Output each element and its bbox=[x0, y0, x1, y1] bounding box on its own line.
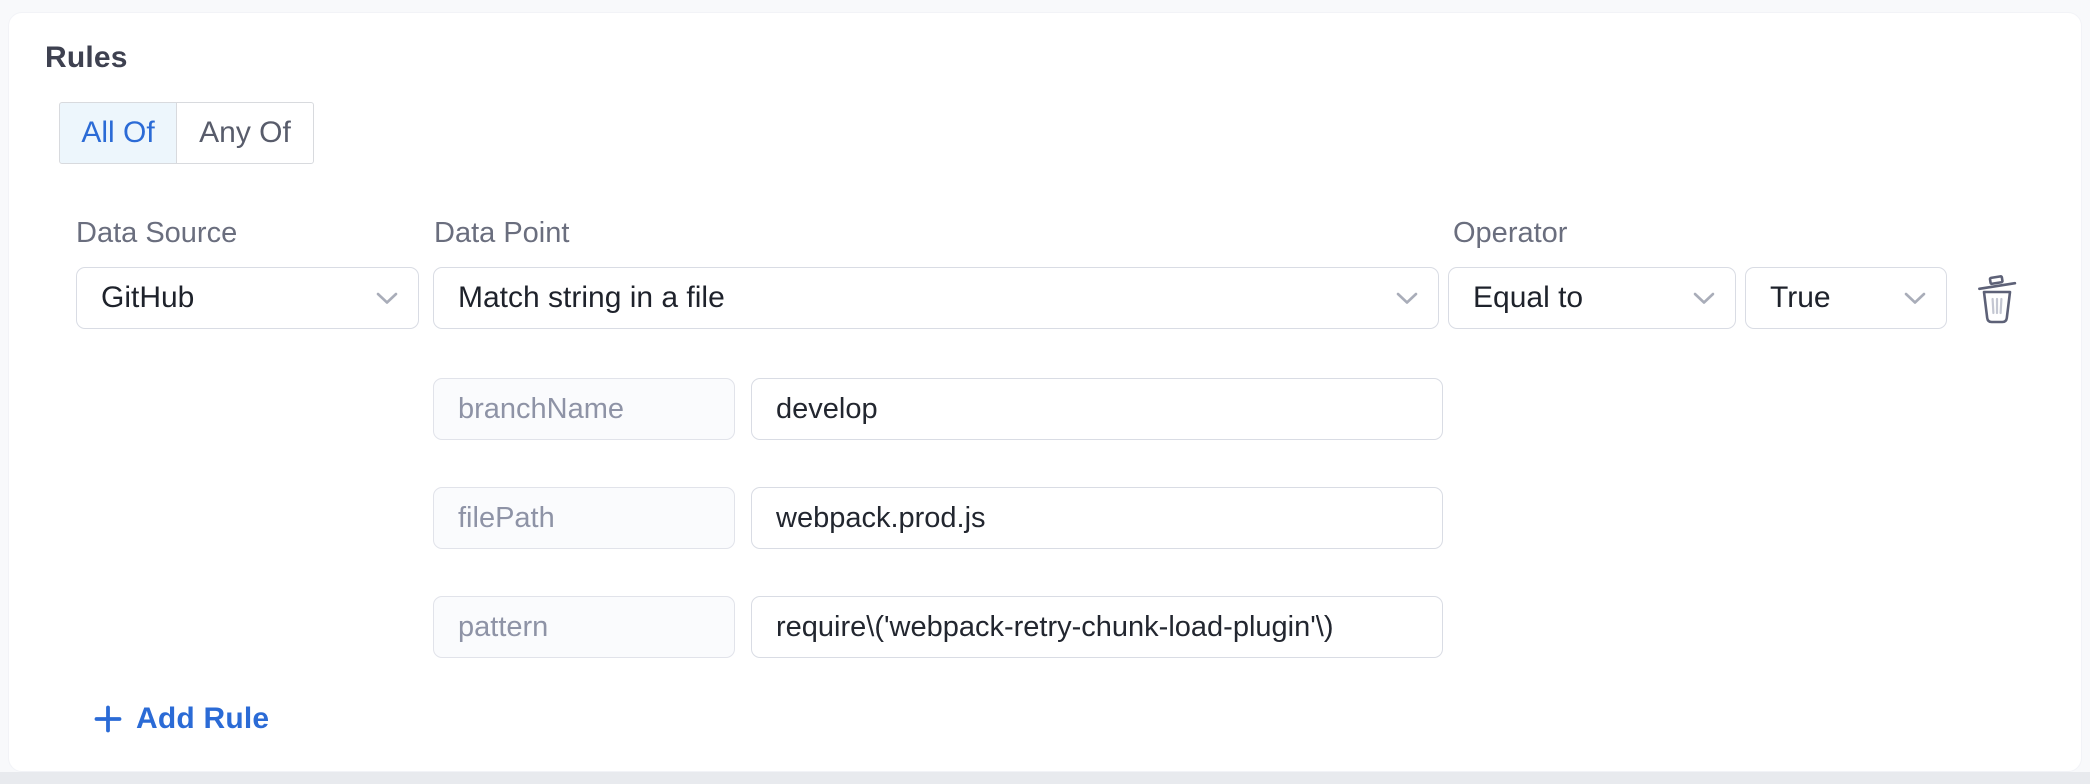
param-value-pattern-input[interactable] bbox=[751, 596, 1443, 658]
param-value-filepath-input[interactable] bbox=[751, 487, 1443, 549]
data-point-value: Match string in a file bbox=[458, 281, 725, 314]
data-point-select[interactable]: Match string in a file bbox=[433, 267, 1439, 329]
operator-label: Operator bbox=[1453, 217, 1568, 249]
rules-section-title: Rules bbox=[45, 41, 128, 74]
param-key-branchname: branchName bbox=[433, 378, 735, 440]
delete-rule-button[interactable] bbox=[1971, 273, 2023, 325]
toggle-all-of[interactable]: All Of bbox=[59, 102, 177, 164]
data-source-value: GitHub bbox=[101, 281, 195, 314]
toggle-any-of[interactable]: Any Of bbox=[176, 102, 314, 164]
data-source-select[interactable]: GitHub bbox=[76, 267, 419, 329]
trash-icon bbox=[1978, 275, 2017, 324]
operator-bool-value: True bbox=[1770, 281, 1831, 314]
data-source-label: Data Source bbox=[76, 217, 238, 249]
param-key-filepath: filePath bbox=[433, 487, 735, 549]
param-value-branchname-input[interactable] bbox=[751, 378, 1443, 440]
page-bottom-strip bbox=[0, 772, 2090, 784]
chevron-down-icon bbox=[1693, 292, 1715, 304]
plus-icon bbox=[94, 705, 122, 733]
chevron-down-icon bbox=[1396, 292, 1418, 304]
add-rule-label: Add Rule bbox=[136, 702, 270, 735]
match-mode-toggle: All Of Any Of bbox=[59, 102, 314, 164]
chevron-down-icon bbox=[376, 292, 398, 304]
operator-value-select[interactable]: True bbox=[1745, 267, 1947, 329]
data-point-label: Data Point bbox=[434, 217, 570, 249]
operator-select[interactable]: Equal to bbox=[1448, 267, 1736, 329]
chevron-down-icon bbox=[1904, 292, 1926, 304]
operator-value: Equal to bbox=[1473, 281, 1584, 314]
param-key-pattern: pattern bbox=[433, 596, 735, 658]
rules-card: Rules All Of Any Of Data Source Data Poi… bbox=[8, 12, 2082, 772]
add-rule-button[interactable]: Add Rule bbox=[93, 699, 269, 739]
